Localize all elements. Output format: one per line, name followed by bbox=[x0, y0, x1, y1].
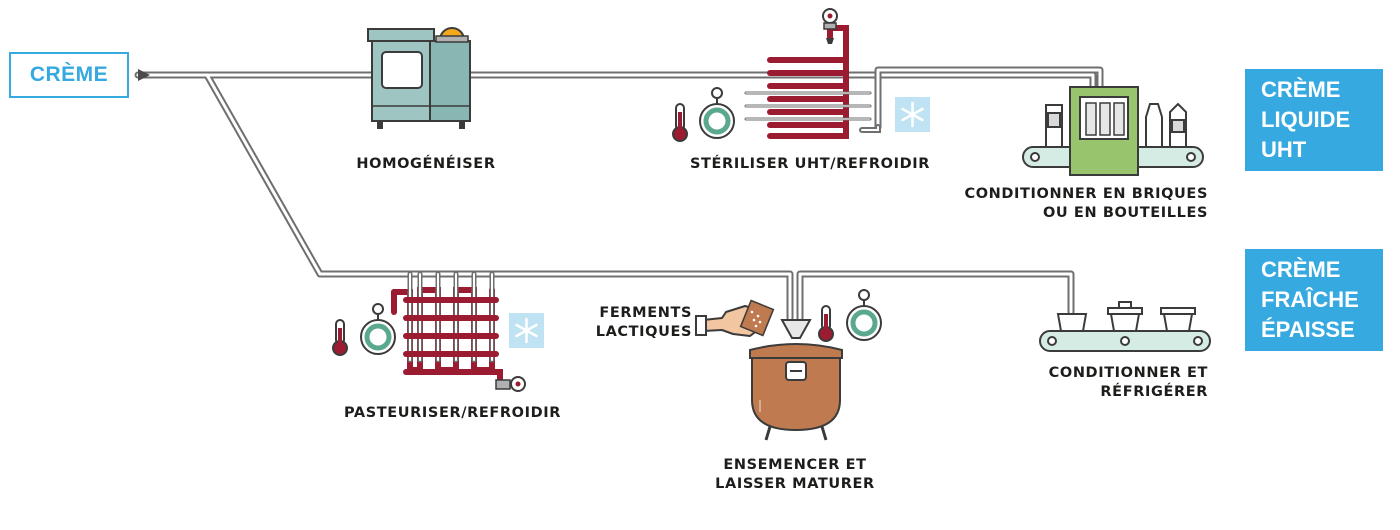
thermometer-icon bbox=[332, 319, 348, 356]
ferments-line: LACTIQUES bbox=[595, 324, 692, 340]
step-package-fresh-line: RÉFRIGÉRER bbox=[1100, 384, 1208, 400]
output-fresh-line: CRÈME bbox=[1261, 257, 1341, 282]
output-uht-line: CRÈME bbox=[1261, 77, 1341, 102]
input-cream-box: CRÈME bbox=[9, 52, 129, 98]
snowflake-icon bbox=[509, 313, 544, 348]
output-fresh-box: CRÈME FRAÎCHE ÉPAISSE bbox=[1245, 249, 1383, 351]
step-package-uht-line: CONDITIONNER EN BRIQUES bbox=[964, 186, 1208, 202]
valve-icon bbox=[495, 376, 526, 392]
hand-pouring-icon bbox=[695, 299, 775, 337]
step-package-fresh-line: CONDITIONNER ET bbox=[1048, 365, 1208, 381]
output-uht-line: UHT bbox=[1261, 137, 1307, 162]
cream-pot-icon bbox=[1056, 301, 1196, 332]
output-uht-line: LIQUIDE bbox=[1261, 107, 1351, 132]
step-package-uht-label: CONDITIONNER EN BRIQUES OU EN BOUTEILLES bbox=[940, 185, 1208, 223]
ferments-label: FERMENTS LACTIQUES bbox=[576, 304, 692, 342]
output-uht-box: CRÈME LIQUIDE UHT bbox=[1245, 69, 1383, 171]
step-sterilise-label: STÉRILISER UHT/REFROIDIR bbox=[690, 156, 930, 172]
stopwatch-icon bbox=[846, 289, 882, 341]
stopwatch-icon bbox=[360, 303, 396, 355]
thermometer-icon bbox=[818, 305, 834, 342]
step-seed-mature-line: LAISSER MATURER bbox=[715, 476, 875, 492]
step-seed-mature-line: ENSEMENCER ET bbox=[723, 457, 867, 473]
maturation-tank-icon bbox=[749, 319, 843, 441]
bottle-icon bbox=[1045, 102, 1187, 148]
output-fresh-line: FRAÎCHE bbox=[1261, 287, 1359, 312]
packaging-machine-icon bbox=[1069, 86, 1139, 176]
step-package-uht-line: OU EN BOUTEILLES bbox=[1042, 205, 1208, 221]
conveyor-belt-icon bbox=[1039, 330, 1211, 352]
flow-arrow-icon bbox=[138, 69, 150, 81]
heat-exchanger-icon bbox=[744, 25, 881, 139]
step-pasteurise-label: PASTEURISER/REFROIDIR bbox=[344, 405, 561, 421]
homogenizer-machine-icon bbox=[367, 27, 471, 129]
thermometer-icon bbox=[672, 103, 688, 142]
snowflake-icon bbox=[895, 97, 930, 132]
valve-icon bbox=[822, 8, 838, 44]
stopwatch-icon bbox=[699, 87, 735, 139]
heat-exchanger-icon bbox=[391, 271, 503, 385]
output-fresh-line: ÉPAISSE bbox=[1261, 317, 1355, 342]
step-seed-mature-label: ENSEMENCER ET LAISSER MATURER bbox=[700, 456, 890, 494]
step-package-fresh-label: CONDITIONNER ET RÉFRIGÉRER bbox=[1020, 364, 1208, 402]
ferments-line: FERMENTS bbox=[599, 305, 692, 321]
step-homogenise-label: HOMOGÉNÉISER bbox=[356, 156, 496, 172]
